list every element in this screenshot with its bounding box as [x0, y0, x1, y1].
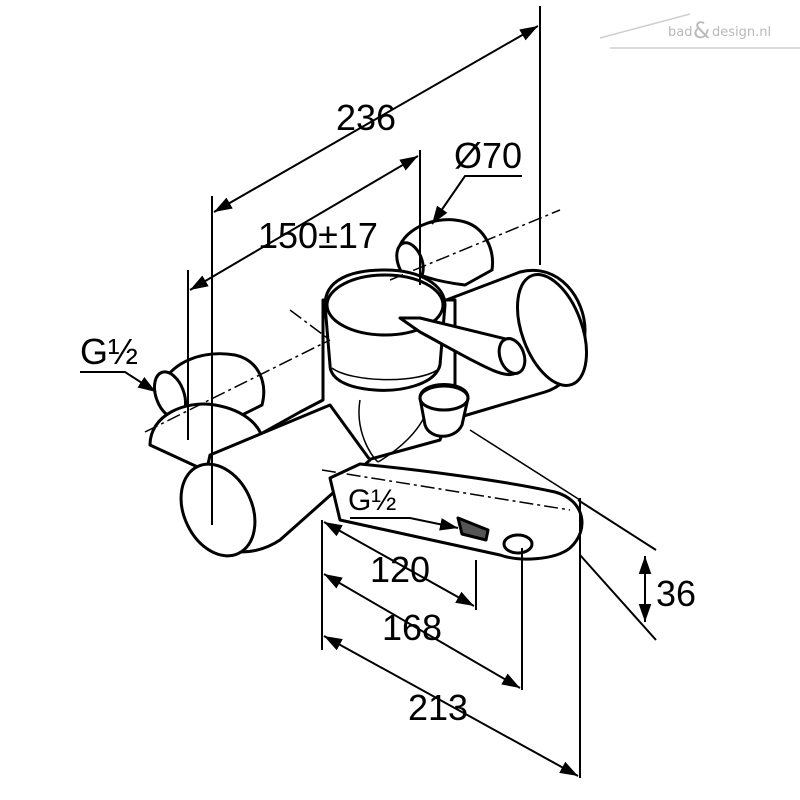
watermark-amp: & [693, 19, 710, 44]
dimension-labels: 236 150±17 Ø70 G½ G½ 120 168 213 36 [80, 97, 696, 728]
watermark-right: design.nl [712, 25, 771, 40]
watermark-left: bad [668, 25, 692, 40]
dim-120: 120 [370, 549, 430, 590]
dim-150-17: 150±17 [258, 215, 378, 256]
dim-inlet-thread: G½ [80, 331, 138, 372]
dim-168: 168 [382, 607, 442, 648]
dim-36: 36 [656, 573, 696, 614]
watermark-logo: bad & design.nl [599, 13, 800, 49]
dim-outlet-thread: G½ [348, 484, 396, 517]
dim-236: 236 [336, 97, 396, 138]
faucet-body [148, 218, 588, 561]
dimension-lines [80, 25, 652, 777]
dim-diameter-70: Ø70 [454, 135, 522, 176]
dim-213: 213 [408, 687, 468, 728]
